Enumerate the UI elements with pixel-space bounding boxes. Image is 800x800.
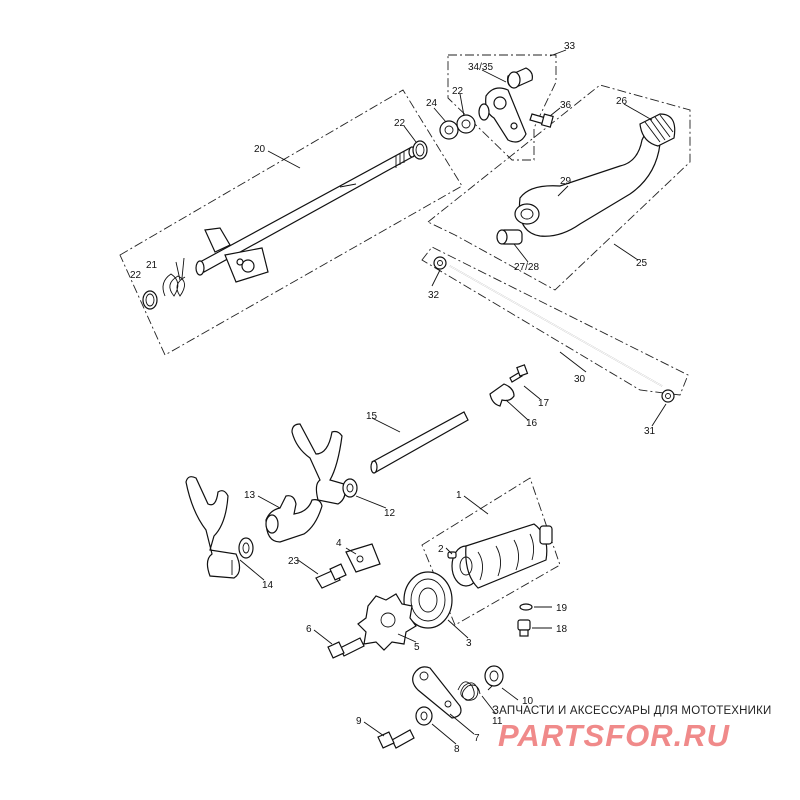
bolt-18 — [517, 619, 531, 637]
fork-12 — [291, 423, 358, 505]
washer-24 — [439, 120, 459, 140]
group-outline-25 — [427, 84, 691, 291]
label-2: 2 — [438, 544, 444, 555]
label-8: 8 — [454, 744, 460, 755]
circlip-22-left — [142, 290, 158, 310]
plate-16 — [489, 383, 515, 407]
label-31: 31 — [644, 426, 656, 437]
label-34-35: 34/35 — [468, 62, 493, 73]
washer-19 — [519, 603, 533, 611]
watermark-tagline: ЗАПЧАСТИ И АКСЕССУАРЫ ДЛЯ МОТОТЕХНИКИ — [492, 705, 772, 717]
link-rod-30 — [449, 265, 663, 387]
label-22-right: 22 — [394, 118, 406, 129]
label-1: 1 — [456, 490, 462, 501]
label-12: 12 — [384, 508, 396, 519]
watermark-logo: PARTSFOR.RU — [498, 718, 731, 753]
label-13: 13 — [244, 490, 256, 501]
washer-22-upper — [456, 114, 476, 134]
label-32: 32 — [428, 290, 440, 301]
label-11: 11 — [492, 716, 503, 727]
return-spring-21 — [162, 257, 186, 297]
label-30: 30 — [574, 374, 586, 385]
label-33: 33 — [564, 41, 576, 52]
pin-2 — [447, 551, 457, 559]
label-14: 14 — [262, 580, 274, 591]
washer-8 — [415, 706, 433, 726]
fork-14 — [185, 476, 254, 579]
selector-shaft — [195, 146, 416, 283]
bolt-36 — [529, 113, 554, 128]
label-22-left: 22 — [130, 270, 142, 281]
label-5: 5 — [414, 642, 420, 653]
label-29: 29 — [560, 176, 572, 187]
label-23: 23 — [288, 556, 300, 567]
label-7: 7 — [474, 733, 480, 744]
label-22-upper: 22 — [452, 86, 464, 97]
pivot-27-28 — [496, 229, 523, 245]
lever-assembly-33 — [478, 87, 527, 143]
bearing-3 — [403, 571, 453, 629]
label-20: 20 — [254, 144, 266, 155]
label-15: 15 — [366, 411, 378, 422]
label-25: 25 — [636, 258, 648, 269]
label-10: 10 — [522, 696, 534, 707]
washer-10 — [484, 665, 504, 687]
fork-13 — [265, 495, 323, 543]
plate-4 — [345, 543, 381, 573]
screw-17 — [509, 364, 529, 383]
leader-lines — [239, 49, 667, 745]
label-6: 6 — [306, 624, 312, 635]
bolt-23 — [315, 563, 347, 589]
label-27-28: 27/28 — [514, 262, 539, 273]
label-18: 18 — [556, 624, 568, 635]
nut-31 — [661, 389, 675, 403]
label-4: 4 — [336, 538, 342, 549]
pedal-rubber-26 — [639, 113, 676, 147]
label-24: 24 — [426, 98, 438, 109]
label-26: 26 — [616, 96, 628, 107]
label-36: 36 — [560, 100, 572, 111]
group-outline-30 — [421, 246, 689, 396]
fork-rod-15 — [370, 411, 469, 474]
label-9: 9 — [356, 716, 362, 727]
label-16: 16 — [526, 418, 538, 429]
label-17: 17 — [538, 398, 550, 409]
nut-32 — [433, 256, 447, 270]
bolt-6 — [327, 637, 365, 659]
label-19: 19 — [556, 603, 568, 614]
bush-34-35 — [507, 67, 533, 89]
gear-pedal — [514, 123, 661, 237]
group-outline-33 — [447, 54, 557, 161]
label-21: 21 — [146, 260, 158, 271]
bolt-9 — [377, 729, 415, 749]
circlip-22-right — [412, 140, 428, 160]
group-outline-20 — [119, 89, 463, 356]
selector-drum — [451, 523, 553, 589]
label-3: 3 — [466, 638, 472, 649]
stopper-arm-7 — [412, 666, 462, 719]
